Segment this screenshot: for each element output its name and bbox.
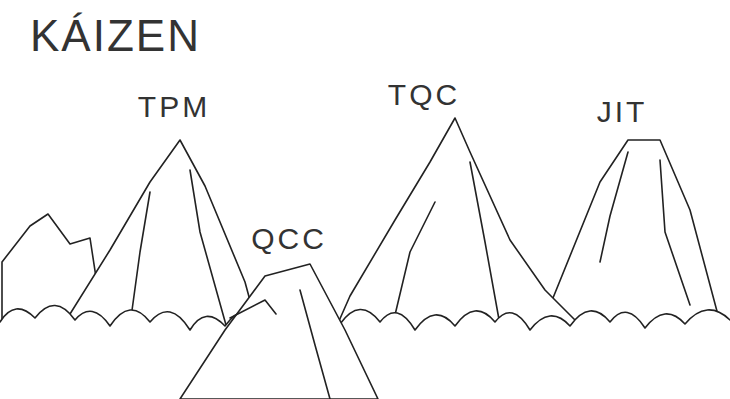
peak-label: QCC (251, 224, 327, 254)
peak-label: JIT (597, 97, 648, 127)
peak-label: TQC (388, 80, 460, 110)
jit-mountain (540, 140, 722, 330)
tpm-mountain (60, 140, 258, 330)
qcc-mountain (180, 264, 378, 399)
peak-label: TPM (138, 92, 210, 122)
tqc-mountain (335, 118, 585, 330)
title: KÁIZEN (30, 14, 201, 58)
